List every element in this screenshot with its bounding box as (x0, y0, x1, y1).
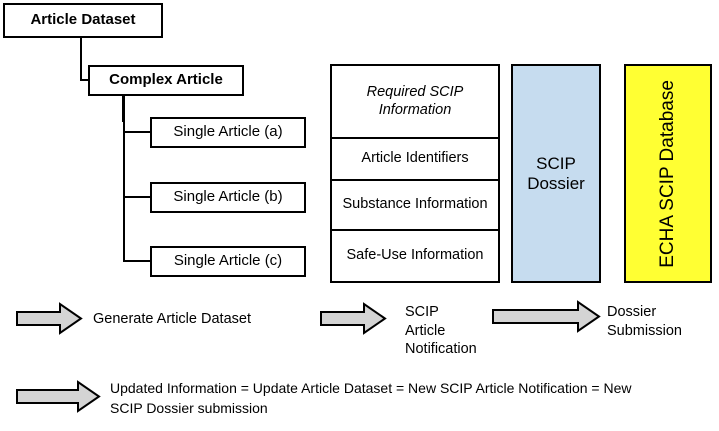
connector-root-vertical (80, 38, 82, 81)
scip-table-header-label: Required SCIP Information (366, 84, 464, 118)
caption-scip-article-notification: SCIP Article Notification (405, 304, 477, 358)
node-article-dataset: Article Dataset (3, 3, 163, 38)
node-single-article-c: Single Article (c) (150, 246, 306, 277)
node-complex-article-label: Complex Article (109, 71, 223, 89)
node-article-dataset-label: Article Dataset (30, 11, 136, 29)
box-scip-dossier: SCIP Dossier (511, 64, 601, 283)
node-single-article-b: Single Article (b) (150, 182, 306, 213)
node-single-article-c-label: Single Article (c) (173, 252, 283, 270)
caption-dossier-submission: Dossier Submission (607, 304, 682, 339)
connector-root-horizontal (80, 79, 90, 81)
scip-table-row-label: Safe-Use Information (346, 247, 484, 264)
block-arrow-icon (16, 380, 101, 413)
node-single-article-a-label: Single Article (a) (173, 123, 283, 141)
scip-table-row: Safe-Use Information (332, 231, 498, 281)
scip-table-row-label: Substance Information (342, 196, 488, 213)
caption-updated-information: Updated Information = Update Article Dat… (110, 380, 632, 417)
node-complex-article: Complex Article (88, 65, 244, 96)
box-echa-scip-database-label: ECHA SCIP Database (657, 79, 679, 268)
arrow-updated-information (16, 380, 101, 413)
block-arrow-icon (16, 302, 83, 335)
node-single-article-b-label: Single Article (b) (173, 188, 283, 206)
block-arrow-icon (492, 300, 601, 333)
arrow-dossier-submission (492, 300, 601, 333)
connector-branch-b (123, 196, 152, 198)
scip-information-table: Required SCIP Information Article Identi… (330, 64, 500, 283)
arrow-generate-article-dataset (16, 302, 83, 335)
block-arrow-icon (320, 302, 387, 335)
connector-branch-a (123, 131, 152, 133)
connector-trunk (123, 120, 125, 262)
box-scip-dossier-label: SCIP Dossier (527, 154, 585, 193)
connector-trunk-stub (122, 96, 125, 122)
scip-table-row: Substance Information (332, 181, 498, 231)
box-echa-scip-database: ECHA SCIP Database (624, 64, 712, 283)
scip-table-header: Required SCIP Information (332, 66, 498, 139)
caption-generate-article-dataset: Generate Article Dataset (93, 311, 251, 327)
scip-table-row: Article Identifiers (332, 139, 498, 181)
connector-branch-c (123, 260, 152, 262)
scip-table-row-label: Article Identifiers (361, 150, 469, 167)
node-single-article-a: Single Article (a) (150, 117, 306, 148)
arrow-scip-article-notification (320, 302, 387, 335)
